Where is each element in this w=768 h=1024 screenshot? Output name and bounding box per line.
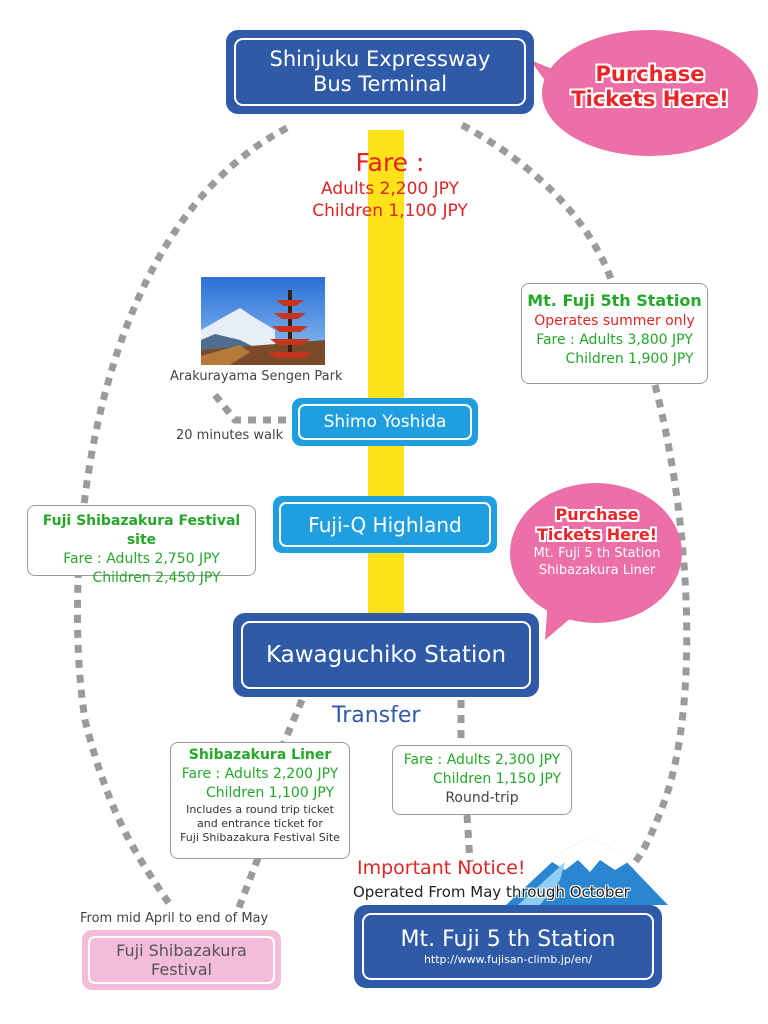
festival-line1: Fuji Shibazakura [116, 941, 247, 960]
route-left-loop [73, 124, 289, 907]
fare-title: Fare : [355, 148, 425, 177]
stop-shimo-yoshida[interactable]: Shimo Yoshida [292, 398, 478, 446]
purchase-bubble-top [530, 30, 758, 156]
festival-site-adults: Fare : Adults 2,750 JPY [63, 551, 220, 567]
fare-main: Fare : Adults 2,200 JPY Children 1,100 J… [290, 148, 490, 222]
festival-box[interactable]: Fuji Shibazakura Festival [82, 930, 281, 990]
fifth-station-info: Mt. Fuji 5th Station Operates summer onl… [521, 283, 708, 384]
liner-children: Children 1,100 JPY [205, 785, 335, 801]
roundtrip-adults: Fare : Adults 2,300 JPY [403, 752, 561, 768]
fuji-q-label: Fuji-Q Highland [308, 512, 462, 537]
terminal-line2: Bus Terminal [312, 72, 448, 96]
liner-note3: Fuji Shibazakura Festival Site [180, 831, 340, 844]
fifth-info-adults: Fare : Adults 3,800 JPY [536, 332, 693, 348]
route-walk [212, 392, 292, 424]
liner-title: Shibazakura Liner [188, 747, 332, 763]
liner-note2: and entrance ticket for [197, 817, 323, 830]
fare-children: Children 1,100 JPY [312, 201, 468, 221]
shimo-yoshida-label: Shimo Yoshida [323, 412, 447, 432]
route-liner-bottom [234, 856, 262, 912]
route-station-bottom [463, 814, 474, 863]
roundtrip-info: Fare : Adults 2,300 JPY Children 1,150 J… [392, 745, 572, 815]
terminal-line1: Shinjuku Expressway [269, 47, 491, 71]
purchase-mid-line1: Purchase [555, 505, 639, 524]
route-right-bottom [617, 384, 691, 883]
park-walk: 20 minutes walk [176, 428, 284, 443]
purchase-bubble-mid [510, 483, 682, 640]
purchase-top-line1: Purchase [595, 62, 705, 86]
fifth-info-children: Children 1,900 JPY [565, 351, 694, 367]
purchase-top-text: Purchase Tickets Here! [560, 62, 740, 112]
route-liner-top [279, 698, 306, 747]
fifth-station-box[interactable]: Mt. Fuji 5 th Station http://www.fujisan… [354, 905, 662, 988]
purchase-mid-text: Purchase Tickets Here! Mt. Fuji 5 th Sta… [512, 505, 682, 579]
liner-adults: Fare : Adults 2,200 JPY [181, 766, 339, 782]
notice-text: Operated From May through October [353, 883, 630, 901]
stop-fuji-q[interactable]: Fuji-Q Highland [273, 496, 497, 553]
roundtrip-children: Children 1,150 JPY [432, 771, 562, 787]
purchase-top-line2: Tickets Here! [571, 87, 729, 111]
park-name: Arakurayama Sengen Park [170, 369, 343, 384]
route-right-top [460, 121, 617, 287]
mt-fuji-icon [506, 838, 668, 905]
purchase-mid-line3: Mt. Fuji 5 th Station [533, 546, 661, 561]
terminal-box[interactable]: Shinjuku Expressway Bus Terminal [226, 30, 534, 114]
purchase-mid-line4: Shibazakura Liner [538, 563, 656, 578]
liner-note1: Includes a round trip ticket [186, 803, 334, 816]
roundtrip-note: Round-trip [445, 790, 519, 806]
liner-info: Shibazakura Liner Fare : Adults 2,200 JP… [170, 742, 350, 859]
notice-title: Important Notice! [357, 857, 526, 879]
fifth-info-note: Operates summer only [534, 313, 695, 329]
festival-site-children: Children 2,450 JPY [92, 570, 221, 586]
fifth-info-title: Mt. Fuji 5th Station [527, 291, 702, 310]
festival-site-info: Fuji Shibazakura Festival site Fare : Ad… [27, 505, 256, 586]
festival-line2: Festival [151, 960, 212, 979]
transfer-label: Transfer [332, 703, 421, 728]
festival-period: From mid April to end of May [80, 911, 269, 926]
festival-site-title: Fuji Shibazakura Festival site [42, 513, 241, 548]
fare-adults: Adults 2,200 JPY [321, 179, 459, 199]
purchase-mid-line2: Tickets Here! [537, 525, 657, 544]
photo-pagoda-fuji [201, 277, 325, 365]
fifth-station-name: Mt. Fuji 5 th Station [400, 927, 616, 952]
kawaguchiko-label: Kawaguchiko Station [265, 642, 507, 668]
kawaguchiko-station-box[interactable]: Kawaguchiko Station [233, 613, 539, 697]
fifth-station-url[interactable]: http://www.fujisan-climb.jp/en/ [423, 953, 593, 966]
